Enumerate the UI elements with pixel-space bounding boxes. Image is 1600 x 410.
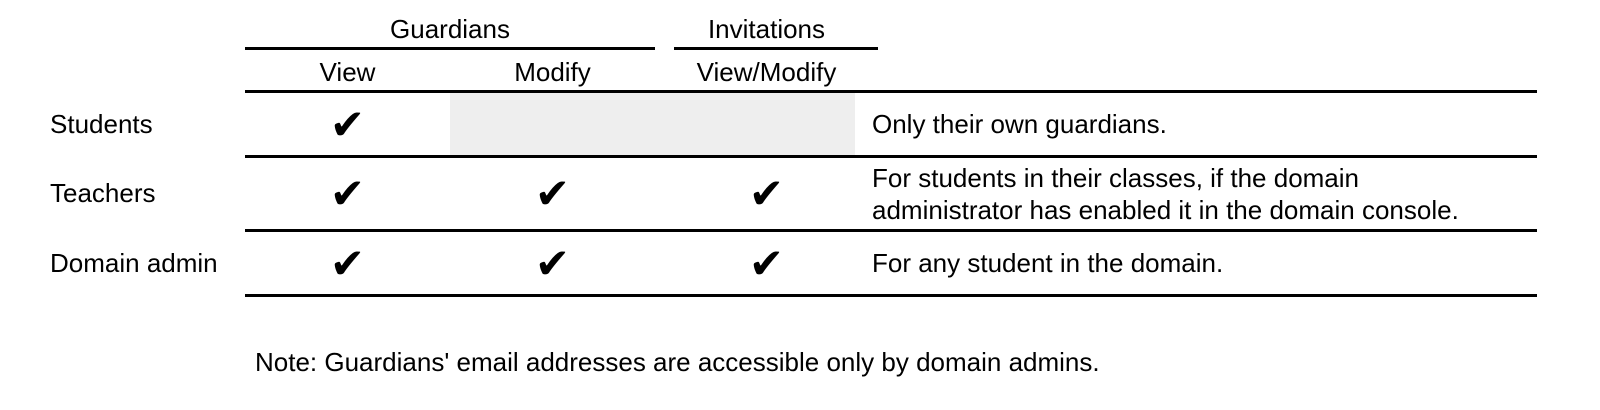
note-students-text: Only their own guardians. <box>872 109 1167 139</box>
checkmark-students-view: ✔ <box>329 99 366 149</box>
guardians-group-underline <box>245 47 655 50</box>
checkmark-domain-admin-view-modify: ✔ <box>748 238 785 288</box>
note-teachers: For students in their classes, if the do… <box>872 158 1512 229</box>
group-header-invitations: Invitations <box>707 14 826 44</box>
column-header-view: View <box>319 57 376 87</box>
checkmark-students-modify <box>450 93 655 155</box>
checkmark-domain-admin-view: ✔ <box>329 238 366 288</box>
note-teachers-text: For students in their classes, if the do… <box>872 162 1459 225</box>
note-students: Only their own guardians. <box>872 93 1512 155</box>
checkmark-teachers-modify: ✔ <box>534 169 571 218</box>
header-row-rule <box>245 90 1537 93</box>
students-no-access-cell <box>450 93 855 155</box>
row-label-teachers-text: Teachers <box>50 178 156 208</box>
note-domain-admin: For any student in the domain. <box>872 232 1512 294</box>
checkmark-students-view-modify <box>655 93 878 155</box>
column-header-view-modify: View/Modify <box>696 57 837 87</box>
checkmark-domain-admin-modify: ✔ <box>534 238 571 288</box>
note-domain-admin-text: For any student in the domain. <box>872 248 1224 278</box>
row-label-domain-admin-text: Domain admin <box>50 247 218 278</box>
table-footnote: Note: Guardians' email addresses are acc… <box>255 347 1100 377</box>
row-label-students: Students <box>50 93 245 155</box>
checkmark-teachers-view-modify: ✔ <box>748 169 785 218</box>
row-label-domain-admin: Domain admin <box>50 232 245 294</box>
students-row-rule <box>245 155 1537 158</box>
column-header-modify: Modify <box>514 57 591 87</box>
domain-admin-row-rule <box>245 294 1537 297</box>
teachers-row-rule <box>245 229 1537 232</box>
row-label-teachers: Teachers <box>50 158 245 229</box>
invitations-group-underline <box>674 47 878 50</box>
group-header-guardians: Guardians <box>390 14 510 44</box>
row-label-students-text: Students <box>50 108 153 139</box>
checkmark-teachers-view: ✔ <box>329 169 366 218</box>
